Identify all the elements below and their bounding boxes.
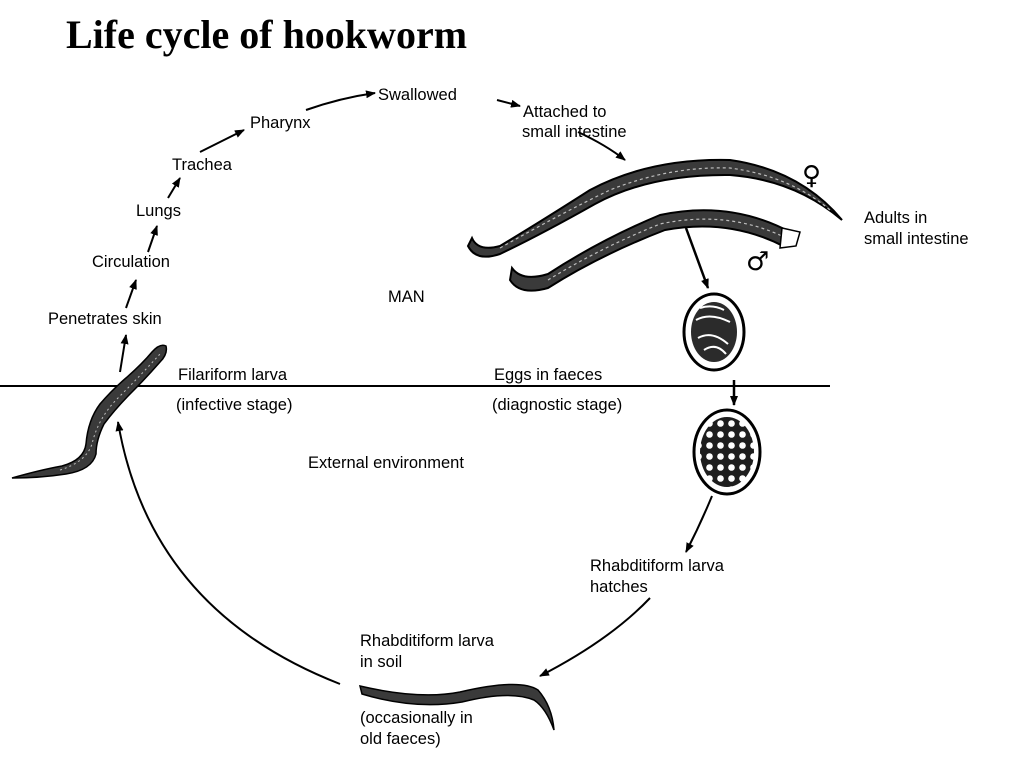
label-eggs-line2: (diagnostic stage)	[492, 396, 622, 414]
page-title: Life cycle of hookworm	[66, 12, 468, 57]
arrow-to-trachea	[167, 177, 181, 199]
label-rhab-soil-line2: in soil	[360, 653, 402, 671]
female-adult-worm	[466, 158, 843, 258]
arrow-to-lungs	[147, 225, 158, 253]
filariform-larva-worm	[11, 344, 168, 479]
egg-morula-icon	[692, 408, 762, 496]
male-adult-worm	[508, 209, 801, 292]
arrow-egg-to-hatch	[685, 495, 713, 553]
arrow-to-penetrates-skin	[119, 334, 129, 373]
label-rhab-soil-line3: (occasionally in	[360, 709, 473, 727]
label-eggs-line1: Eggs in faeces	[494, 366, 602, 384]
label-rhab-soil-line1: Rhabditiform larva	[360, 632, 495, 650]
label-man: MAN	[388, 288, 425, 306]
label-filariform-line1: Filariform larva	[178, 366, 288, 384]
label-rhab-hatch-line2: hatches	[590, 578, 648, 596]
egg-early-icon	[682, 292, 746, 372]
label-trachea: Trachea	[172, 156, 233, 174]
arrow-to-attached	[496, 99, 521, 108]
female-symbol-icon: ♀	[802, 161, 821, 191]
label-adults-line2: small intestine	[864, 230, 969, 248]
arrow-worm-to-egg	[684, 227, 710, 289]
arrow-soil-to-filariform	[115, 421, 341, 685]
arrow-to-circulation	[125, 279, 137, 309]
label-filariform-line2: (infective stage)	[176, 396, 292, 414]
label-penetrates-skin: Penetrates skin	[48, 310, 162, 328]
arrow-attached-to-worm	[577, 131, 626, 161]
label-circulation: Circulation	[92, 253, 170, 271]
label-rhab-hatch-line1: Rhabditiform larva	[590, 557, 725, 575]
label-adults-line1: Adults in	[864, 209, 927, 227]
arrow-to-pharynx	[199, 129, 245, 153]
arrow-to-swallowed	[305, 90, 376, 111]
label-external-environment: External environment	[308, 454, 464, 472]
label-attached-line2: small intestine	[522, 123, 627, 141]
label-rhab-soil-line4: old faeces)	[360, 730, 441, 748]
male-symbol-icon: ♂	[746, 247, 769, 277]
label-swallowed: Swallowed	[378, 86, 457, 104]
label-lungs: Lungs	[136, 202, 181, 220]
rhabditiform-larva-worm	[358, 683, 555, 731]
arrow-hatch-to-soil	[539, 597, 651, 677]
label-attached-line1: Attached to	[523, 103, 606, 121]
label-pharynx: Pharynx	[250, 114, 311, 132]
